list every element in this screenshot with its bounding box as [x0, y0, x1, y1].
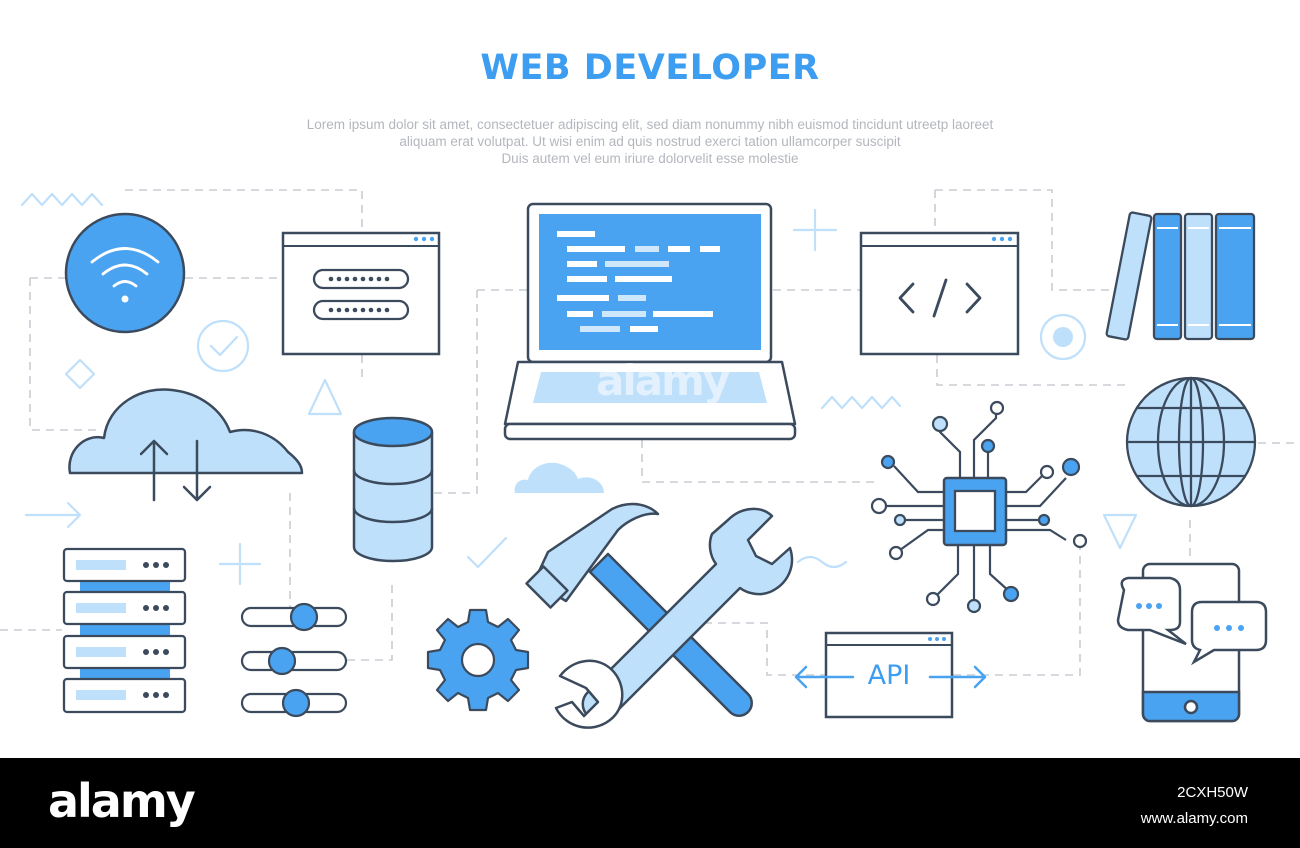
connector-lines [0, 189, 1300, 676]
description-line: aliquam erat volutpat. Ut wisi enim ad q… [399, 134, 901, 149]
api-label: API [867, 660, 911, 691]
site-url: www.alamy.com [1140, 810, 1248, 827]
hammer-wrench-icon [525, 502, 794, 729]
wifi-icon [64, 212, 186, 334]
database-icon [352, 416, 434, 563]
image-id: 2CXH50W [1177, 784, 1248, 801]
watermark: alamy [596, 356, 730, 405]
illustration-canvas [0, 189, 1300, 729]
sliders-icon [240, 602, 348, 718]
description-line: Duis autem vel eum iriure dolorvelit ess… [501, 151, 799, 166]
gear-icon [426, 608, 530, 712]
phone-chat-icon [1116, 562, 1268, 723]
server-rack-icon [62, 547, 187, 714]
description-line: Lorem ipsum dolor sit amet, consectetuer… [306, 117, 994, 132]
api-window-icon [794, 631, 987, 719]
page-title: WEB DEVELOPER [480, 48, 820, 88]
brand-logo: alamy [48, 774, 196, 828]
code-window-icon [859, 231, 1020, 356]
cloud-sync-icon [68, 388, 304, 502]
page-description: Lorem ipsum dolor sit amet, consectetuer… [200, 116, 1100, 167]
globe-icon [1125, 376, 1257, 508]
small-cloud-icon [514, 462, 604, 493]
target-dot [1053, 327, 1073, 347]
decorative-shapes [20, 192, 1138, 586]
footer-bar [0, 758, 1300, 848]
cpu-chip-icon [870, 400, 1088, 614]
password-window-icon [281, 231, 441, 356]
laptop-icon [503, 202, 797, 441]
books-icon [1105, 211, 1256, 341]
